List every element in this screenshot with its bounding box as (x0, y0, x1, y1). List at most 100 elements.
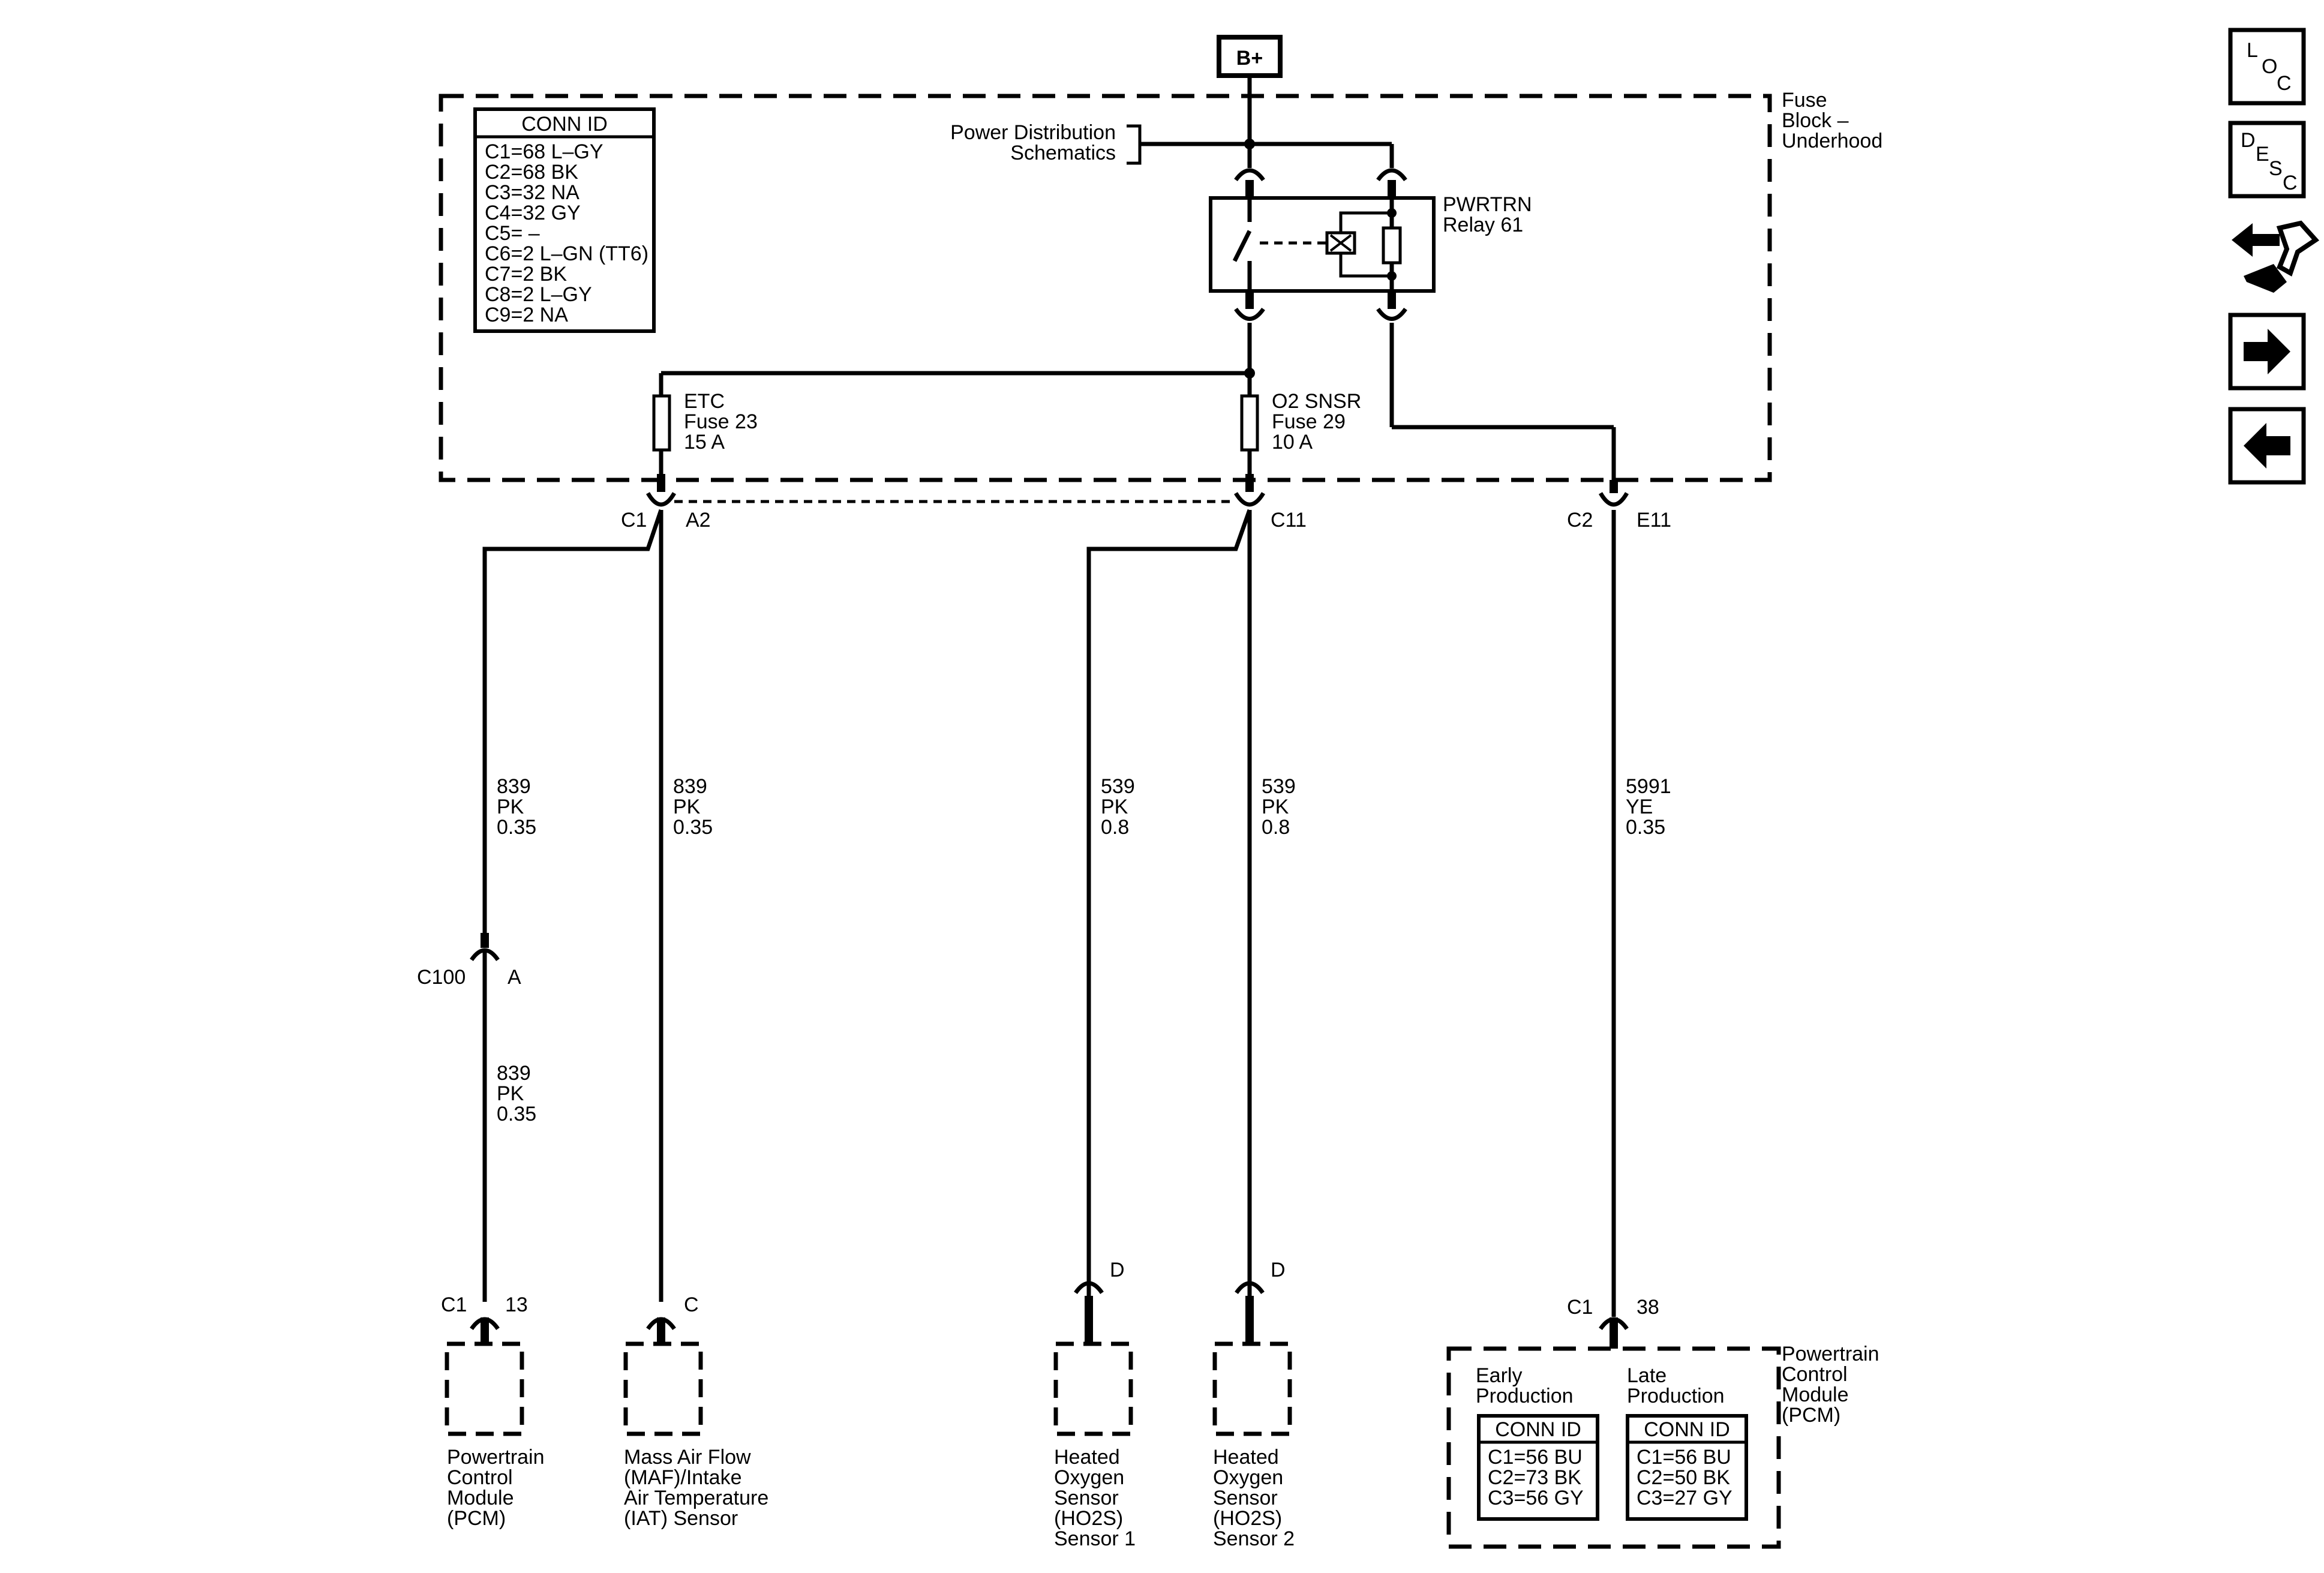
svg-text:(HO2S): (HO2S) (1213, 1507, 1282, 1530)
svg-text:Control: Control (447, 1466, 513, 1489)
conn-id-table: CONN ID C1=68 L–GY C2=68 BK C3=32 NA C4=… (473, 107, 656, 333)
connector-c2-e11: C2 E11 (1567, 492, 1671, 532)
etc-fuse-23: ETC Fuse 23 15 A (652, 390, 758, 492)
ho2s2-terminal: D (1235, 1259, 1286, 1344)
pcm-right-component: Powertrain Control Module (PCM) Early Pr… (1446, 1343, 1879, 1549)
svg-text:C3=27 GY: C3=27 GY (1637, 1487, 1733, 1509)
pcm-left-component: Powertrain Control Module (PCM) (445, 1341, 545, 1530)
description-icon: D E S C (2241, 129, 2298, 194)
fuse-block-label: Fuse Block – Underhood (1782, 89, 1882, 152)
loc-button[interactable]: L O C (2228, 28, 2306, 106)
svg-text:A: A (508, 966, 521, 989)
pcm-left-terminal: C1 13 (441, 1293, 528, 1344)
svg-text:PK: PK (497, 795, 524, 818)
svg-text:0.35: 0.35 (1626, 816, 1665, 839)
location-icon: L O C (2247, 39, 2292, 95)
svg-text:Air Temperature: Air Temperature (624, 1487, 768, 1509)
svg-text:Oxygen: Oxygen (1054, 1466, 1124, 1489)
svg-text:Block –: Block – (1782, 109, 1849, 132)
svg-text:PK: PK (497, 1082, 524, 1105)
svg-text:O: O (2262, 55, 2277, 78)
pcm-right-terminal: C1 38 (1567, 1296, 1659, 1349)
svg-text:C: C (2277, 72, 2292, 95)
svg-text:C3=56 GY: C3=56 GY (1488, 1487, 1584, 1509)
svg-text:Sensor 2: Sensor 2 (1213, 1527, 1295, 1550)
svg-text:C100: C100 (417, 966, 466, 989)
svg-text:Late: Late (1627, 1364, 1667, 1387)
svg-text:Control: Control (1782, 1363, 1848, 1386)
arrow-right-icon (2244, 329, 2290, 374)
svg-text:Powertrain: Powertrain (447, 1446, 545, 1469)
svg-text:Mass Air Flow: Mass Air Flow (624, 1446, 751, 1469)
svg-text:C: C (684, 1293, 699, 1316)
svg-text:D: D (1110, 1259, 1125, 1281)
svg-text:(HO2S): (HO2S) (1054, 1507, 1123, 1530)
svg-text:C1=56 BU: C1=56 BU (1488, 1446, 1583, 1469)
connector-swap-button[interactable] (2232, 220, 2320, 293)
svg-text:D: D (1271, 1259, 1286, 1281)
svg-text:0.35: 0.35 (497, 816, 536, 839)
desc-button[interactable]: D E S C (2228, 121, 2306, 199)
svg-text:Module: Module (447, 1487, 514, 1509)
circuit-539-ho2s2: 539 PK 0.8 (1247, 510, 1296, 1302)
svg-text:CONN ID: CONN ID (1495, 1418, 1581, 1441)
power-source-b-plus: B+ (1217, 35, 1283, 144)
circuit-539-ho2s1: 539 PK 0.8 (1086, 509, 1252, 1302)
svg-text:(IAT) Sensor: (IAT) Sensor (624, 1507, 738, 1530)
next-page-button[interactable] (2228, 313, 2306, 391)
svg-text:Underhood: Underhood (1782, 130, 1882, 152)
conn-id-header: CONN ID (521, 113, 608, 136)
svg-text:5991: 5991 (1626, 775, 1671, 798)
ho2s-sensor-2: Heated Oxygen Sensor (HO2S) Sensor 2 (1212, 1341, 1295, 1550)
svg-text:C11: C11 (1271, 509, 1307, 532)
svg-text:Sensor: Sensor (1054, 1487, 1119, 1509)
fuse-feed-bus (659, 323, 1255, 396)
svg-text:Production: Production (1627, 1385, 1725, 1407)
svg-text:839: 839 (497, 775, 531, 798)
svg-text:Oxygen: Oxygen (1213, 1466, 1283, 1489)
svg-text:Sensor: Sensor (1213, 1487, 1278, 1509)
svg-text:Module: Module (1782, 1383, 1849, 1406)
circuit-839-pcm: 839 PK 0.35 C100 A 839 PK 0.35 (417, 509, 663, 1302)
power-source-label: B+ (1236, 47, 1263, 70)
svg-text:D: D (2241, 129, 2256, 152)
relay-label: PWRTRN (1443, 193, 1532, 216)
ho2s-sensor-1: Heated Oxygen Sensor (HO2S) Sensor 1 (1053, 1341, 1136, 1550)
svg-text:839: 839 (673, 775, 707, 798)
svg-text:539: 539 (1101, 775, 1135, 798)
svg-text:C1=68 L–GY: C1=68 L–GY (485, 140, 603, 163)
svg-text:Relay 61: Relay 61 (1443, 214, 1523, 236)
svg-text:Power Distribution: Power Distribution (950, 121, 1116, 144)
maf-iat-sensor: Mass Air Flow (MAF)/Intake Air Temperatu… (623, 1341, 768, 1530)
svg-text:C: C (2283, 172, 2298, 194)
svg-text:C2=50 BK: C2=50 BK (1637, 1466, 1730, 1489)
power-distribution-reference: Power Distribution Schematics (950, 121, 1394, 168)
svg-text:C8=2 L–GY: C8=2 L–GY (485, 283, 592, 306)
svg-text:C7=2 BK: C7=2 BK (485, 263, 567, 286)
svg-text:Fuse 23: Fuse 23 (684, 410, 758, 433)
svg-text:Sensor 1: Sensor 1 (1054, 1527, 1136, 1550)
arrow-left-icon (2244, 423, 2290, 469)
fuse-block-boundary (439, 94, 1772, 482)
prev-page-button[interactable] (2228, 407, 2306, 485)
svg-text:Production: Production (1476, 1385, 1574, 1407)
svg-text:YE: YE (1626, 795, 1653, 818)
svg-text:CONN ID: CONN ID (1644, 1418, 1730, 1441)
ho2s1-terminal: D (1074, 1259, 1125, 1344)
svg-text:38: 38 (1637, 1296, 1659, 1319)
svg-text:L: L (2247, 39, 2258, 62)
svg-text:S: S (2269, 157, 2283, 180)
svg-text:Early: Early (1476, 1364, 1522, 1387)
svg-text:Heated: Heated (1054, 1446, 1120, 1469)
svg-text:0.35: 0.35 (673, 816, 713, 839)
svg-text:C5= –: C5= – (485, 222, 540, 245)
svg-text:15 A: 15 A (684, 431, 725, 454)
connector-c11: C11 (1234, 492, 1307, 532)
svg-text:Fuse 29: Fuse 29 (1272, 410, 1346, 433)
circuit-5991-pcm: 5991 YE 0.35 (1611, 510, 1671, 1317)
svg-text:A2: A2 (686, 509, 711, 532)
svg-text:PK: PK (1262, 795, 1289, 818)
circuit-839-maf: 839 PK 0.35 (659, 510, 713, 1302)
svg-text:Fuse: Fuse (1782, 89, 1827, 112)
svg-text:C9=2 NA: C9=2 NA (485, 304, 568, 326)
